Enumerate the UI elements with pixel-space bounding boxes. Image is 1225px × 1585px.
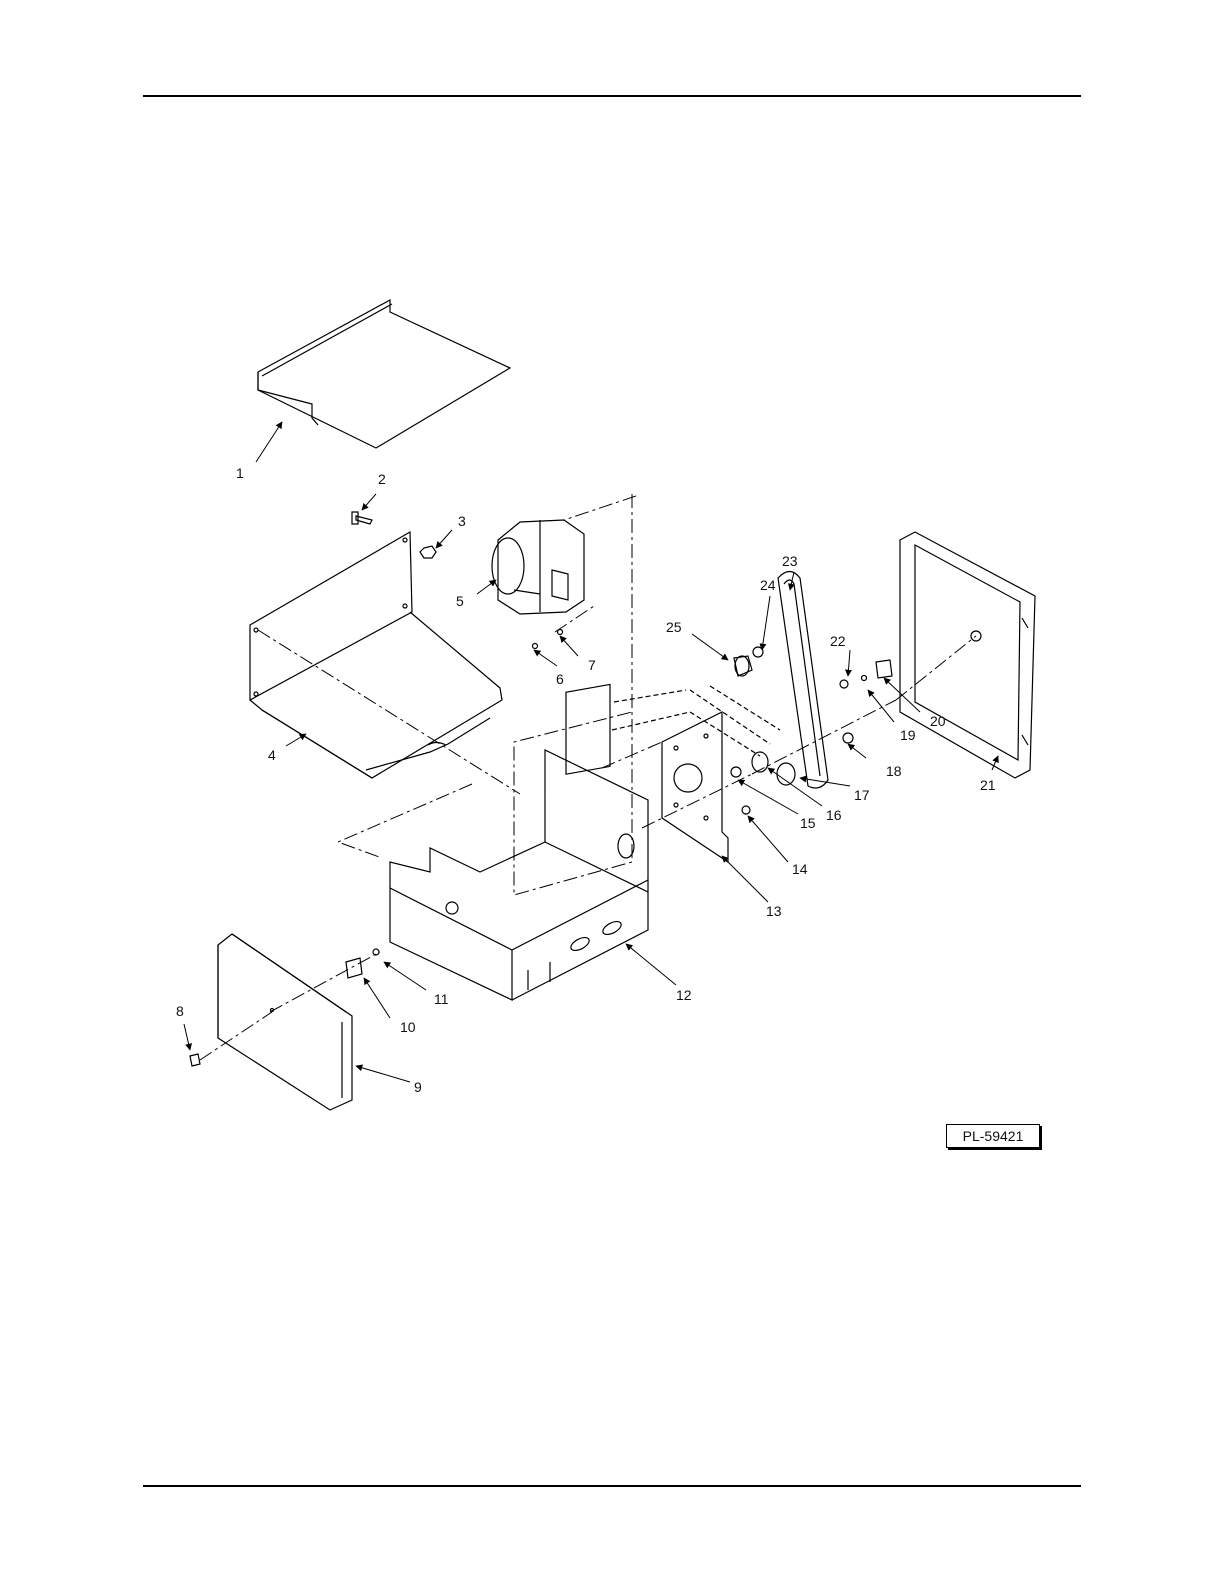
part-belt <box>778 572 828 789</box>
callout-12: 12 <box>676 987 692 1003</box>
part-side-panel <box>250 532 502 778</box>
callout-19: 19 <box>900 727 916 743</box>
callout-15: 15 <box>800 815 816 831</box>
part-top-cover <box>258 300 510 448</box>
callout-16: 16 <box>826 807 842 823</box>
callout-11: 11 <box>434 991 449 1007</box>
part-hardware <box>190 512 892 1066</box>
callout-3: 3 <box>458 513 466 529</box>
part-shaft-assembly <box>612 686 780 756</box>
callout-13: 13 <box>766 903 782 919</box>
callout-10: 10 <box>400 1019 416 1035</box>
callout-2: 2 <box>378 471 386 487</box>
callout-6: 6 <box>556 671 564 687</box>
part-chassis <box>390 684 648 1000</box>
callout-17: 17 <box>854 787 870 803</box>
callout-23: 23 <box>782 553 798 569</box>
part-right-end-cover <box>900 532 1035 778</box>
callout-22: 22 <box>830 633 846 649</box>
callout-8: 8 <box>176 1003 184 1019</box>
callout-4: 4 <box>268 747 276 763</box>
part-motor <box>492 520 584 614</box>
callout-14: 14 <box>792 861 808 877</box>
leader-arrows <box>184 422 998 1082</box>
callout-25: 25 <box>666 619 682 635</box>
callout-20: 20 <box>930 713 946 729</box>
callout-9: 9 <box>414 1079 422 1095</box>
callout-1: 1 <box>236 465 244 481</box>
callout-18: 18 <box>886 763 902 779</box>
callout-24: 24 <box>760 577 776 593</box>
callout-5: 5 <box>456 593 464 609</box>
part-left-end-cover <box>218 934 352 1110</box>
callout-21: 21 <box>980 777 996 793</box>
drawing-id-label: PL-59421 <box>946 1124 1040 1148</box>
callout-7: 7 <box>588 657 596 673</box>
part-mounting-bracket <box>662 712 728 862</box>
centerlines <box>200 494 976 1060</box>
callout-labels: 1 2 3 4 5 6 7 8 9 10 11 12 13 14 15 16 1… <box>176 465 996 1095</box>
